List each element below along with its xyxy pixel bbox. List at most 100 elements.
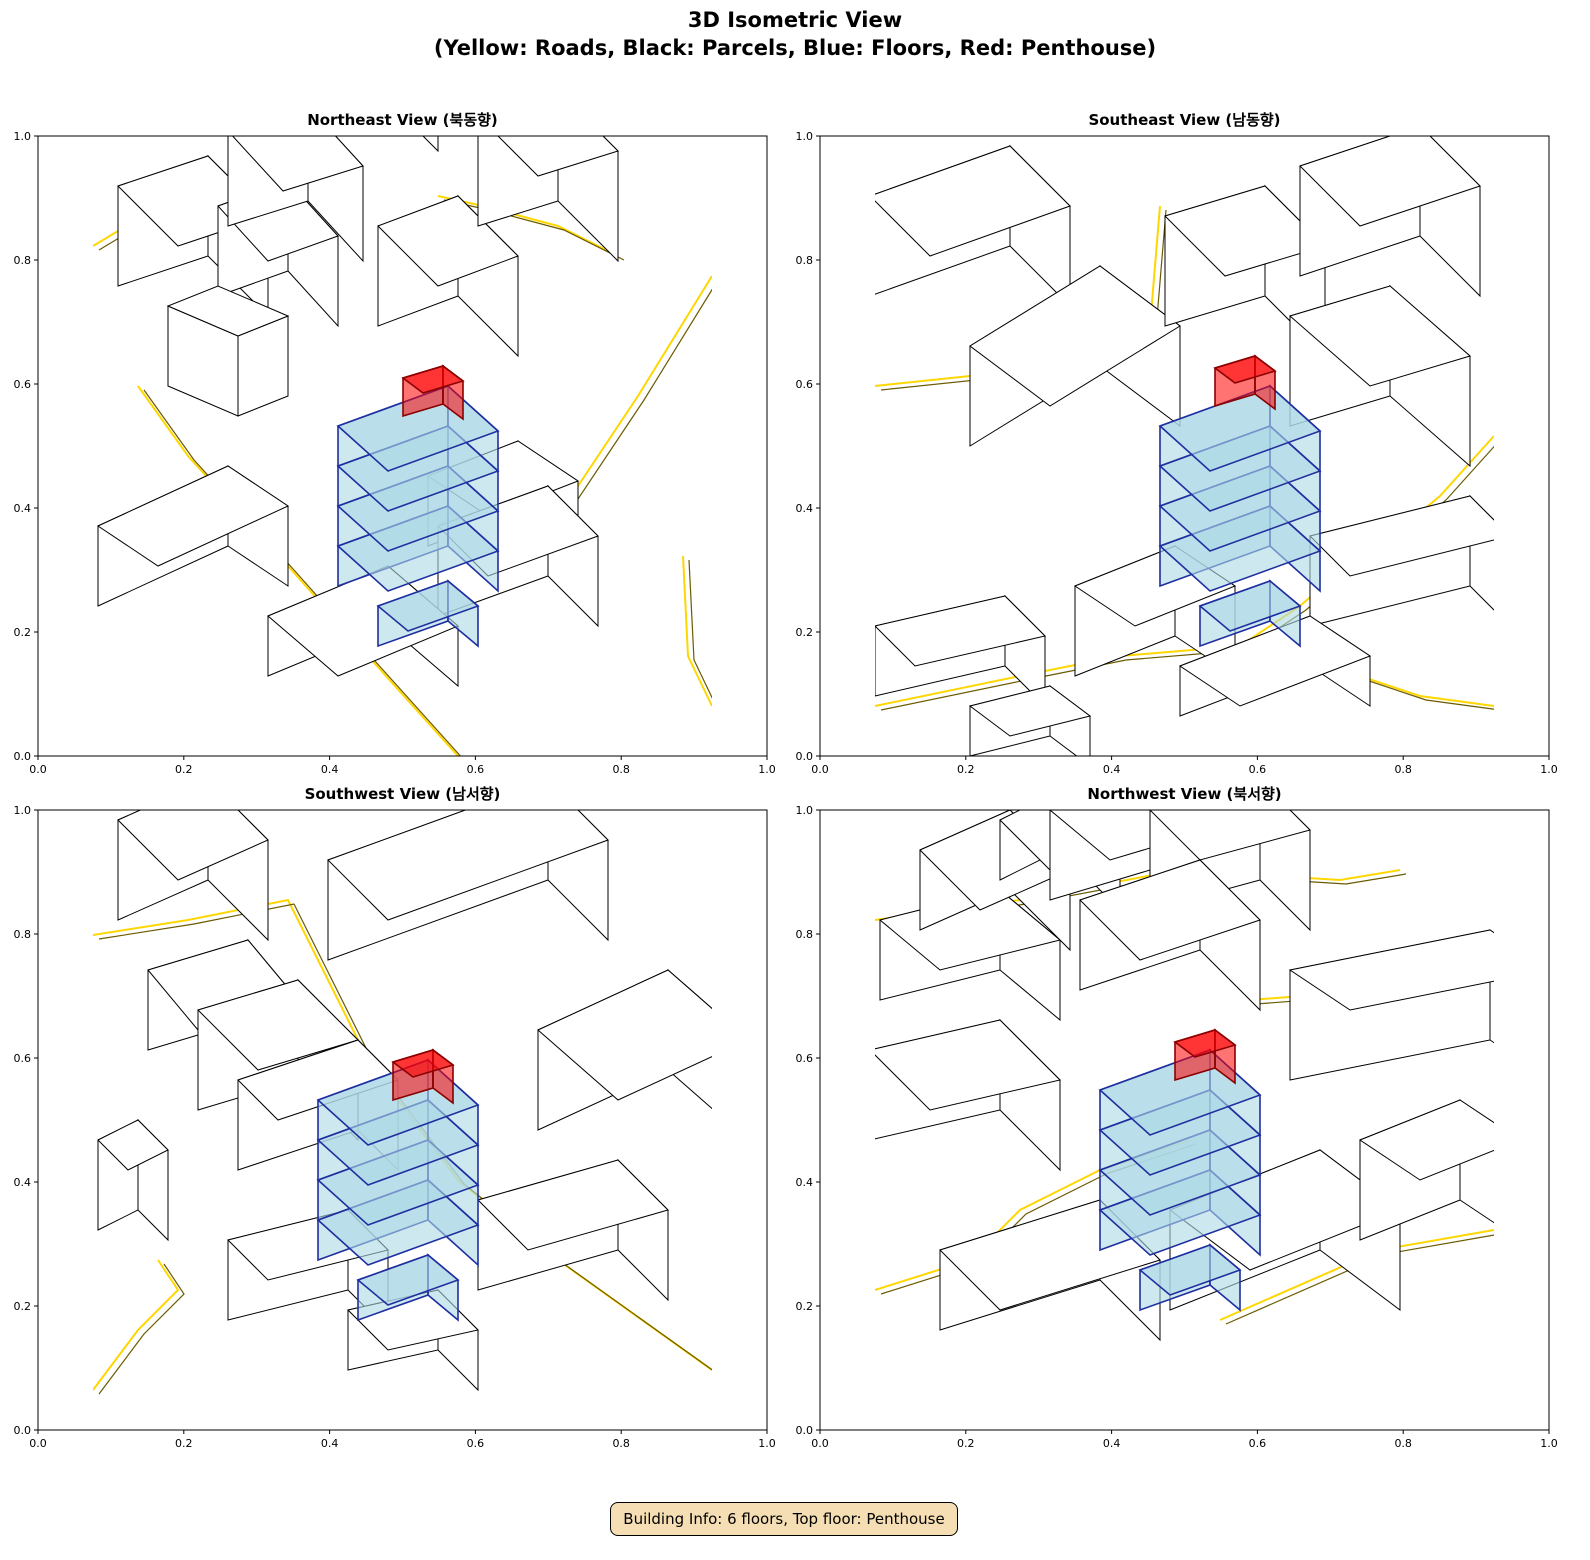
floor-lower <box>1138 1244 1242 1296</box>
margin-mask <box>1494 136 1549 756</box>
x-tick-label: 0.2 <box>957 1437 975 1450</box>
margin-mask <box>712 810 767 1430</box>
x-tick-label: 1.0 <box>758 1437 776 1450</box>
parcel-building <box>422 136 439 153</box>
y-tick-label: 0.6 <box>14 1052 32 1065</box>
margin-mask <box>38 810 93 1430</box>
parcel-building <box>117 810 269 881</box>
parcel-building <box>968 685 1092 737</box>
panel-title: Northwest View (북서향) <box>1087 785 1282 803</box>
floor-lower <box>376 580 480 632</box>
y-tick-label: 1.0 <box>796 804 814 817</box>
x-tick-label: 0.0 <box>29 763 47 776</box>
penthouse <box>1173 1029 1237 1058</box>
x-tick-label: 0.2 <box>175 1437 193 1450</box>
road-line <box>682 555 713 707</box>
x-tick-label: 0.6 <box>1249 763 1267 776</box>
penthouse <box>391 1049 455 1078</box>
y-tick-label: 1.0 <box>14 804 32 817</box>
plot-area <box>38 136 767 756</box>
plot-area <box>820 810 1549 1430</box>
panel-title: Southwest View (남서향) <box>304 785 501 803</box>
x-tick-label: 1.0 <box>758 763 776 776</box>
axes-frame <box>819 809 1550 1431</box>
figure-subtitle: (Yellow: Roads, Black: Parcels, Blue: Fl… <box>433 36 1157 60</box>
y-tick-label: 0.2 <box>14 1300 32 1313</box>
y-tick-label: 0.0 <box>14 1424 32 1437</box>
axes-frame <box>37 809 768 1431</box>
x-tick-label: 0.6 <box>467 1437 485 1450</box>
parcel-building <box>1288 285 1472 387</box>
y-tick-label: 0.0 <box>796 1424 814 1437</box>
parcel-boundary <box>563 279 719 521</box>
y-tick-label: 1.0 <box>14 130 32 143</box>
parcel-building <box>96 465 290 567</box>
y-tick-label: 0.2 <box>796 626 814 639</box>
parcel-building <box>869 145 1071 257</box>
y-tick-label: 0.4 <box>14 502 32 515</box>
parcel-building <box>1149 810 1311 861</box>
axes-frame <box>37 135 768 757</box>
southwest-view-plot: 0.00.00.20.20.40.40.60.60.80.81.01.0 <box>14 804 776 1450</box>
parcel-building <box>497 136 619 177</box>
x-tick-label: 0.2 <box>175 763 193 776</box>
y-tick-label: 0.6 <box>14 378 32 391</box>
parcel-building <box>477 1159 669 1251</box>
parcel-building <box>969 265 1181 407</box>
parcel-building <box>97 1119 169 1171</box>
northeast-view-plot: 0.00.00.20.20.40.40.60.60.80.81.01.0 <box>14 130 776 776</box>
parcel-building <box>1299 136 1481 227</box>
parcel-building <box>869 1019 1061 1111</box>
x-tick-label: 0.8 <box>1394 763 1412 776</box>
x-tick-label: 0.0 <box>29 1437 47 1450</box>
plot-area <box>820 136 1549 756</box>
margin-mask <box>820 136 875 756</box>
x-tick-label: 1.0 <box>1540 1437 1558 1450</box>
y-tick-label: 0.0 <box>14 750 32 763</box>
margin-mask <box>1494 810 1549 1430</box>
y-tick-label: 1.0 <box>796 130 814 143</box>
parcel-building <box>1178 615 1372 707</box>
x-tick-label: 0.6 <box>1249 1437 1267 1450</box>
plot-area <box>38 810 767 1430</box>
penthouse <box>401 365 465 394</box>
y-tick-label: 0.2 <box>796 1300 814 1313</box>
y-tick-label: 0.6 <box>796 1052 814 1065</box>
northwest-view-plot: 0.00.00.20.20.40.40.60.60.80.81.01.0 <box>796 804 1558 1450</box>
parcel-building <box>377 195 519 287</box>
x-tick-label: 0.2 <box>957 763 975 776</box>
panel-title: Southeast View (남동향) <box>1088 111 1281 129</box>
y-tick-label: 0.8 <box>796 254 814 267</box>
parcel-boundary <box>143 389 462 756</box>
y-tick-label: 0.8 <box>14 254 32 267</box>
margin-mask <box>38 136 93 756</box>
y-tick-label: 0.4 <box>14 1176 32 1189</box>
building-info-box: Building Info: 6 floors, Top floor: Pent… <box>610 1502 958 1536</box>
x-tick-label: 0.0 <box>811 1437 829 1450</box>
x-tick-label: 0.6 <box>467 763 485 776</box>
penthouse <box>1213 355 1277 384</box>
x-tick-label: 0.4 <box>321 1437 339 1450</box>
x-tick-label: 0.0 <box>811 763 829 776</box>
parcel-boundary <box>688 559 719 711</box>
x-tick-label: 0.8 <box>612 1437 630 1450</box>
x-tick-label: 0.8 <box>612 763 630 776</box>
y-tick-label: 0.4 <box>796 1176 814 1189</box>
panel-title: Northeast View (북동향) <box>307 111 498 129</box>
road-line <box>557 275 713 517</box>
x-tick-label: 0.8 <box>1394 1437 1412 1450</box>
y-tick-label: 0.6 <box>796 378 814 391</box>
southeast-view-plot: 0.00.00.20.20.40.40.60.60.80.81.01.0 <box>796 130 1558 776</box>
parcel-building <box>166 285 290 337</box>
parcel-building <box>1079 859 1261 961</box>
axes-frame <box>819 135 1550 757</box>
x-tick-label: 0.4 <box>1103 1437 1121 1450</box>
parcel-building <box>874 595 1046 667</box>
x-tick-label: 0.4 <box>1103 763 1121 776</box>
x-tick-label: 0.4 <box>321 763 339 776</box>
floor-lower <box>1198 580 1302 632</box>
parcel-building <box>327 810 609 921</box>
y-tick-label: 0.0 <box>796 750 814 763</box>
